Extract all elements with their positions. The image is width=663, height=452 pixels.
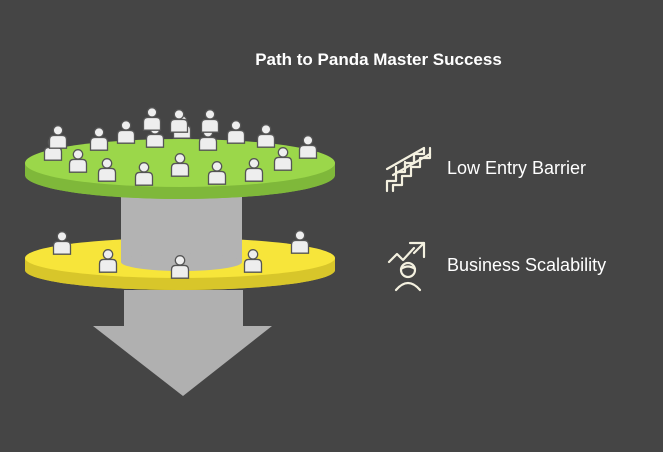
stairs-icon — [384, 145, 434, 200]
person-icon — [298, 135, 318, 159]
level-label-business-scalability: Business Scalability — [447, 255, 607, 275]
level-label-low-entry-barrier: Low Entry Barrier — [447, 158, 587, 178]
people-group — [43, 107, 318, 279]
person-icon — [68, 149, 88, 173]
diagram-title: Path to Panda Master Success — [255, 50, 502, 69]
person-icon — [134, 162, 154, 186]
person-icon — [48, 125, 68, 149]
person-icon — [200, 109, 220, 133]
person-icon — [243, 249, 263, 273]
person-icon — [226, 120, 246, 144]
person-icon — [116, 120, 136, 144]
person-icon — [89, 127, 109, 151]
person-icon — [244, 158, 264, 182]
person-icon — [170, 153, 190, 177]
person-icon — [98, 249, 118, 273]
person-icon — [256, 124, 276, 148]
person-icon — [142, 107, 162, 131]
person-icon — [52, 231, 72, 255]
down-arrow — [93, 290, 272, 396]
person-icon — [97, 158, 117, 182]
person-icon — [169, 109, 189, 133]
growth-person-icon — [386, 240, 436, 297]
person-icon — [170, 255, 190, 279]
person-icon — [290, 230, 310, 254]
person-icon — [207, 161, 227, 185]
person-icon — [273, 147, 293, 171]
